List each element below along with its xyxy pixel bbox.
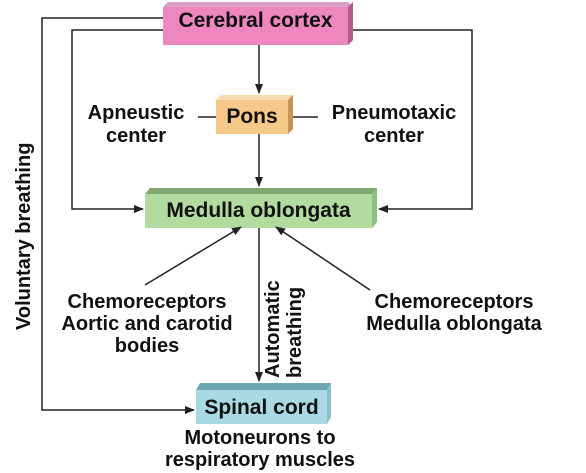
pneumotaxic-center-label: Pneumotaxic center [318,103,470,146]
automatic-line1: Automatic [262,280,284,378]
cerebral-cortex-box [163,2,353,45]
medulla-oblongata-label: Medulla oblongata [166,199,351,222]
pneumotaxic-line1: Pneumotaxic [331,102,457,124]
chemo-left-line3: bodies [114,335,180,357]
chemo-left-line2: Aortic and carotid [61,313,233,335]
pons-label: Pons [226,105,278,128]
arrow-cortex-left-to-medulla [71,29,163,213]
chemo-right-line2: Medulla oblongata [366,313,542,335]
apneustic-line1: Apneustic [87,102,185,124]
medulla-oblongata-box [145,188,377,228]
cerebral-cortex-label: Cerebral cortex [178,9,333,32]
apneustic-line2: center [105,125,167,147]
spinal-cord-label: Spinal cord [204,396,319,419]
pons-box [216,95,293,134]
pneumotaxic-line2: center [363,125,425,147]
automatic-line2: breathing [284,286,306,378]
arrow-chemo-right-to-medulla [275,226,371,291]
automatic-breathing-label: Automatic breathing [262,248,306,378]
motoneurons-line1: Motoneurons to [184,427,336,449]
motoneurons-label: Motoneurons to respiratory muscles [130,428,390,470]
chemoreceptors-aortic-carotid-label: Chemoreceptors Aortic and carotid bodies [44,292,250,356]
voluntary-breathing-label: Voluntary breathing [13,142,35,330]
chemo-left-line1: Chemoreceptors [67,291,227,313]
motoneurons-line2: respiratory muscles [164,449,356,471]
apneustic-center-label: Apneustic center [76,103,196,146]
arrow-chemo-left-to-medulla [144,226,242,286]
arrow-voluntary-to-spinal-cord [41,17,195,414]
spinal-cord-box [196,383,331,424]
chemoreceptors-medulla-label: Chemoreceptors Medulla oblongata [346,292,562,334]
arrow-cortex-right-to-medulla [353,29,473,213]
chemo-right-line1: Chemoreceptors [374,291,534,313]
